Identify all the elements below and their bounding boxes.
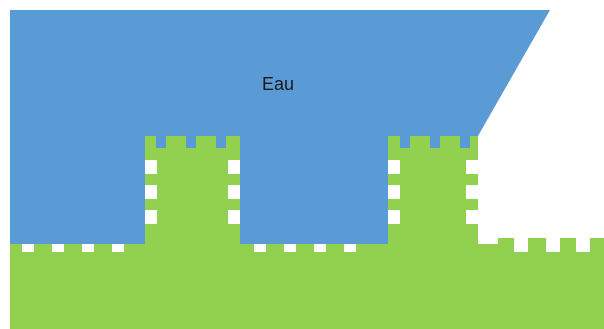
notch [228, 160, 240, 174]
notch [388, 210, 400, 224]
notch [228, 185, 240, 199]
notch [145, 185, 157, 199]
notch [466, 185, 478, 199]
notch [388, 160, 400, 174]
notch [145, 210, 157, 224]
notch [388, 185, 400, 199]
water-label: Eau [262, 74, 294, 95]
notch [228, 210, 240, 224]
notch [466, 160, 478, 174]
notch [466, 210, 478, 224]
notch [145, 160, 157, 174]
